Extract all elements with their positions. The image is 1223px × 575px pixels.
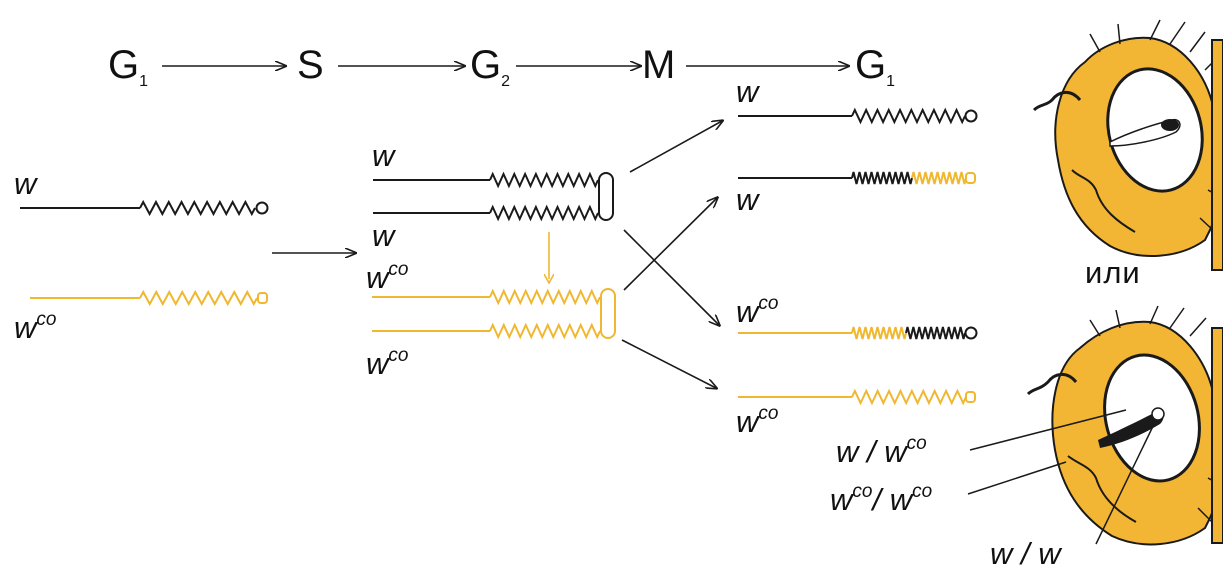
centromere-wco-pair [600, 288, 616, 339]
genotype-w-w: w / w [990, 536, 1063, 571]
arrow-to-product-2 [623, 198, 717, 291]
g2-chromatids: w w wco wco [366, 138, 616, 381]
chromatid-coil-w1 [489, 171, 599, 189]
product-3-coil-yellow [851, 326, 907, 340]
product-2-centromere [965, 172, 976, 184]
genotype-w-wco: w / wco [836, 433, 927, 469]
leader-w-wco [969, 409, 1127, 451]
cell-cycle-header: G1 S G2 M G1 [108, 43, 895, 90]
product-2-coil-black [851, 171, 913, 185]
phase-g1-start: G1 [108, 43, 148, 90]
label-wco-product-3: wco [736, 293, 778, 329]
fly-bottom-antenna [1026, 373, 1078, 396]
segregation-arrows [621, 121, 722, 388]
label-w-g2-top: w [372, 138, 397, 173]
product-3-centromere [964, 326, 978, 340]
label-w-product-2: w [736, 182, 761, 217]
arrow-to-product-4 [621, 339, 716, 388]
product-1-coil [851, 107, 966, 125]
product-1-centromere [964, 109, 978, 123]
fly-bottom-w-w-stripe [1098, 411, 1164, 448]
fly-top-thorax-edge [1211, 39, 1223, 271]
daughter-chromatids: w w wco wco [736, 74, 978, 439]
phase-g2: G2 [470, 43, 510, 90]
label-w-g2-bottom: w [372, 218, 397, 253]
label-wco-g1: wco [14, 309, 56, 345]
arrow-to-product-1 [629, 121, 722, 173]
leader-wco-wco [967, 461, 1067, 495]
phase-g1-end: G1 [855, 43, 895, 90]
chromatid-coil-wco1 [489, 288, 601, 306]
fly-top-mouth [1071, 169, 1136, 233]
fly-bottom-thorax-edge [1211, 327, 1223, 544]
fly-top-antenna [1032, 91, 1082, 112]
fly-head-mosaic-icon [1026, 305, 1223, 546]
fly-top-dark-spot [1161, 119, 1179, 131]
label-wco-g2-bottom: wco [366, 345, 408, 381]
chromatid-coil-wco2 [489, 322, 601, 340]
product-3-coil-black [905, 326, 966, 340]
centromere-w-pair [598, 172, 614, 221]
product-4-centromere [965, 391, 976, 403]
leader-w-w [1095, 419, 1157, 545]
phase-s: S [297, 43, 324, 87]
fly-head-icon [1032, 19, 1223, 271]
or-word: или [1085, 255, 1141, 290]
chromatid-coil-w2 [489, 204, 599, 222]
fly-bottom-twin-spot [1151, 407, 1165, 421]
g1-homologs: w wco [14, 166, 269, 345]
fly-bottom-mouth [1067, 455, 1137, 523]
genotype-callouts: w / wco wco/ wco w / w [830, 409, 1157, 571]
phase-m: M [642, 43, 675, 87]
product-2-coil-yellow [911, 171, 967, 185]
label-w-product-1: w [736, 74, 761, 109]
fly-bottom-bristles [1089, 305, 1223, 523]
label-wco-g2-top: wco [366, 259, 408, 295]
genotype-wco-wco: wco/ wco [830, 481, 932, 517]
arrow-to-product-3 [623, 229, 719, 325]
label-w-g1: w [14, 166, 39, 201]
product-4-coil [851, 388, 967, 406]
chromosome-coil-wco [139, 289, 258, 307]
chromosome-coil-w [139, 199, 256, 217]
centromere-w [255, 201, 269, 215]
label-wco-product-4: wco [736, 403, 778, 439]
centromere-wco [257, 292, 268, 304]
